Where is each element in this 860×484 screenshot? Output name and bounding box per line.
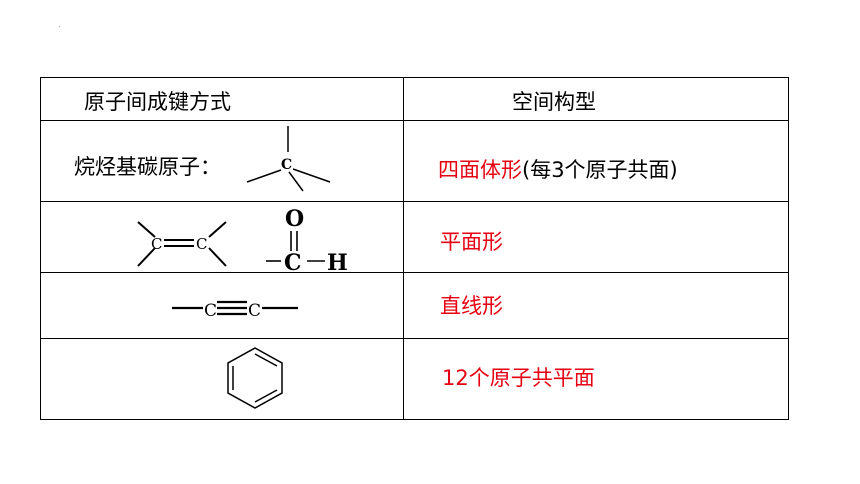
alkyne-carbon-2: C bbox=[248, 301, 261, 321]
column-divider bbox=[403, 77, 404, 420]
row-divider-1 bbox=[40, 120, 789, 121]
corner-mark: . bbox=[58, 20, 61, 29]
row-divider-3 bbox=[40, 272, 789, 273]
tetrahedral-answer-note: (每3个原子共面) bbox=[522, 158, 678, 182]
linear-answer: 直线形 bbox=[440, 294, 503, 318]
row-divider-4 bbox=[40, 338, 789, 339]
carbonyl-structure bbox=[266, 231, 325, 262]
benzene-ring-icon bbox=[227, 347, 283, 409]
alkyne-structure bbox=[172, 300, 298, 316]
bond-structure-table bbox=[40, 77, 789, 420]
tetrahedral-carbon-structure bbox=[246, 126, 331, 192]
aldehyde-hydrogen: H bbox=[327, 250, 348, 276]
header-bonding-mode: 原子间成键方式 bbox=[84, 90, 231, 114]
alkyl-carbon-label: 烷烃基碳原子： bbox=[74, 155, 221, 179]
carbonyl-oxygen: O bbox=[285, 206, 304, 232]
alkyne-carbon-1: C bbox=[204, 301, 217, 321]
carbonyl-carbon: C bbox=[284, 250, 302, 276]
benzene-answer: 12个原子共平面 bbox=[442, 366, 595, 390]
tetrahedral-carbon-atom: C bbox=[281, 157, 292, 173]
tetrahedral-answer-term: 四面体形 bbox=[438, 158, 522, 182]
tetrahedral-answer: 四面体形(每3个原子共面) bbox=[438, 154, 678, 184]
planar-answer: 平面形 bbox=[440, 230, 503, 254]
alkene-carbon-2: C bbox=[196, 235, 207, 253]
alkene-carbon-1: C bbox=[151, 235, 162, 253]
alkene-structure bbox=[137, 221, 227, 267]
row-divider-2 bbox=[40, 201, 789, 202]
header-spatial-configuration: 空间构型 bbox=[512, 90, 596, 114]
